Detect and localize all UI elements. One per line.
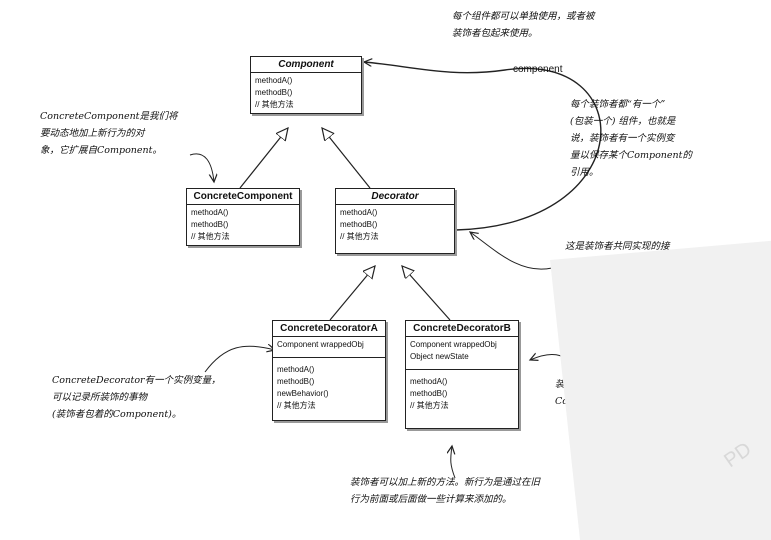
note-bottom: 装饰者可以加上新的方法。新行为是通过在旧 行为前面或后面做一些计算来添加的。 [350,474,540,508]
class-decorator-ops: methodA() methodB() // 其他方法 [336,205,454,253]
note-line: 装饰者可以扩展 [555,379,622,390]
note-line: 可以记录所装饰的事物 [52,392,148,403]
note-line: 每个装饰者都“有一个” [570,99,666,110]
note-concrete-decorator-b: 装饰者可以扩展 Component的状态。 [555,376,648,410]
pointer-decorator-a [204,346,275,373]
class-concrete-decorator-b-ops: methodA() methodB() // 其他方法 [406,370,518,428]
op: methodB() [340,220,378,229]
attr: Component wrappedObj [277,340,364,349]
inherit-decorator [322,128,371,189]
note-line: 要动态地加上新行为的对 [40,128,145,139]
inherit-concrete-component [239,128,288,189]
note-line: 行为前面或后面做一些计算来添加的。 [350,494,512,505]
class-decorator-name: Decorator [336,189,454,205]
note-line: 量以保存某个Component的 [570,150,692,161]
class-concrete-decorator-b-attrs: Component wrappedObj Object newState [406,337,518,370]
pointer-interface [470,232,553,270]
op: // 其他方法 [191,232,230,241]
note-concrete-decorator-a: ConcreteDecorator有一个实例变量， 可以记录所装饰的事物 (装饰… [52,372,221,423]
class-component: Component methodA() methodB() // 其他方法 [250,56,362,114]
association-label: component [513,64,563,75]
class-concrete-decorator-b-name: ConcreteDecoratorB [406,321,518,337]
class-concrete-decorator-a-attrs: Component wrappedObj [273,337,385,358]
note-line: 每个组件都可以单独使用，或者被 [452,11,595,22]
note-line: (包装一个) 组件，也就是 [570,116,676,127]
class-component-ops: methodA() methodB() // 其他方法 [251,73,361,113]
op: methodA() [277,365,315,374]
note-line: 说，装饰者有一个实例变 [570,133,675,144]
note-line: 装饰者可以加上新的方法。新行为是通过在旧 [350,477,541,488]
op: newBehavior() [277,389,329,398]
note-line: 引用。 [570,167,599,178]
op: methodB() [410,389,448,398]
op: // 其他方法 [255,100,294,109]
note-line: ConcreteComponent是我们将 [40,111,178,122]
pointer-concrete-component [189,153,214,182]
association-line [364,62,602,231]
class-component-name: Component [251,57,361,73]
class-concrete-decorator-a: ConcreteDecoratorA Component wrappedObj … [272,320,386,421]
class-concrete-component-ops: methodA() methodB() // 其他方法 [187,205,299,245]
inherit-decorator-a [329,266,375,321]
op: methodB() [277,377,315,386]
class-concrete-decorator-a-ops: methodA() methodB() newBehavior() // 其他方… [273,358,385,420]
pointer-new-methods [451,446,456,479]
op: // 其他方法 [410,401,449,410]
op: methodA() [191,208,229,217]
op: methodA() [255,76,293,85]
note-line: ConcreteDecorator有一个实例变量， [52,375,221,386]
note-line: (装饰者包着的Component)。 [52,409,182,420]
attr: Component wrappedObj [410,340,497,349]
op: methodA() [340,208,378,217]
note-decorator-interface: 这是装饰者共同实现的接 口 (也可以是抽象类)。 [565,238,670,272]
attr: Object newState [410,352,469,361]
class-concrete-decorator-a-name: ConcreteDecoratorA [273,321,385,337]
op: methodB() [255,88,293,97]
note-line: Component的状态。 [555,396,649,407]
class-concrete-component-name: ConcreteComponent [187,189,299,205]
pointer-decorator-b [530,354,581,373]
note-line: 象，它扩展自Component。 [40,145,162,156]
note-concrete-component: ConcreteComponent是我们将 要动态地加上新行为的对 象，它扩展自… [40,108,178,159]
note-line: 口 (也可以是抽象类)。 [565,258,661,269]
class-decorator: Decorator methodA() methodB() // 其他方法 [335,188,455,254]
op: // 其他方法 [340,232,379,241]
note-line: 装饰者包起来使用。 [452,28,538,39]
op: methodA() [410,377,448,386]
class-concrete-component: ConcreteComponent methodA() methodB() //… [186,188,300,246]
inherit-decorator-b [402,266,451,321]
note-decorator-has: 每个装饰者都“有一个” (包装一个) 组件，也就是 说，装饰者有一个实例变 量以… [570,96,692,181]
op: // 其他方法 [277,401,316,410]
note-top: 每个组件都可以单独使用，或者被 装饰者包起来使用。 [452,8,595,42]
class-concrete-decorator-b: ConcreteDecoratorB Component wrappedObj … [405,320,519,429]
note-line: 这是装饰者共同实现的接 [565,241,670,252]
op: methodB() [191,220,229,229]
